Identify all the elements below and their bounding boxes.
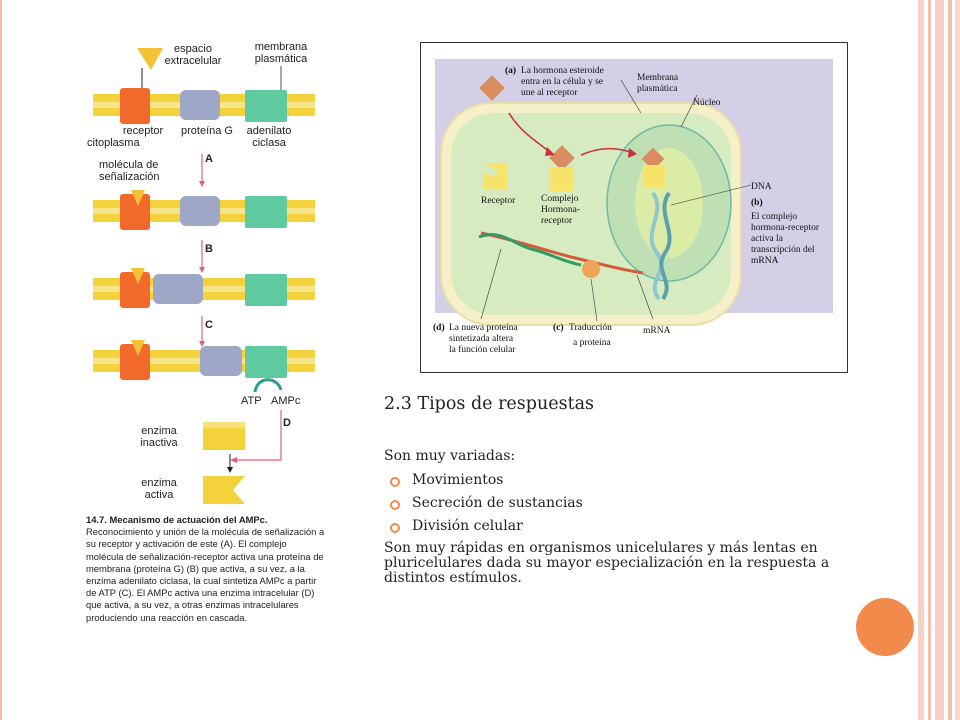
label-inactiva: inactiva — [140, 437, 178, 449]
label-ciclasa: ciclasa — [252, 137, 287, 149]
label-c2: a proteína — [573, 338, 612, 348]
slide-frame — [0, 0, 2, 720]
slide-text: 2.3 Tipos de respuestas Son muy variadas… — [384, 394, 854, 586]
label-b3: activa la — [751, 234, 784, 244]
label-enzima-2: enzima — [141, 477, 177, 489]
label-nucleo: Núcleo — [693, 98, 721, 108]
bullet-circle-icon — [390, 523, 400, 533]
label-a-tag: (a) — [505, 65, 516, 76]
label-receptor: Receptor — [481, 196, 516, 206]
bullet-circle-icon — [390, 477, 400, 487]
hormone-icon — [479, 75, 505, 101]
label-espacio: espacio — [174, 43, 212, 55]
list-item: Secreción de sustancias — [384, 495, 854, 511]
label-ampc: AMPc — [271, 395, 301, 407]
label-b5: mRNA — [751, 256, 779, 266]
label-b1: El complejo — [751, 212, 797, 222]
step-b-label: B — [205, 243, 213, 255]
label-membrana-1: Membrana — [637, 73, 679, 83]
decorative-stripes — [918, 0, 960, 720]
label-complejo-2: Hormona- — [541, 205, 580, 215]
label-enzima-1: enzima — [141, 425, 177, 437]
label-b-tag: (b) — [751, 197, 763, 208]
list-item: División celular — [384, 518, 854, 534]
label-c-tag: (c) — [553, 322, 564, 333]
label-receptor: receptor — [123, 125, 164, 137]
steroid-hormone-figure: (a) La hormona esteroide entra en la cél… — [420, 42, 848, 373]
label-a1: La hormona esteroide — [521, 66, 604, 76]
label-complejo-3: receptor — [541, 216, 573, 226]
step-c-label: C — [205, 319, 213, 331]
label-b4: transcripción del — [751, 245, 815, 255]
ribosome-icon — [582, 260, 600, 278]
label-complejo-1: Complejo — [541, 194, 579, 204]
decorative-circle — [856, 598, 914, 656]
signal-molecule-icon — [137, 48, 163, 70]
label-plasmatica: plasmática — [255, 53, 308, 65]
step-d-label: D — [283, 417, 291, 429]
membrane-stage-2 — [93, 190, 315, 230]
figure-caption: 14.7. Mecanismo de actuación del AMPc. R… — [86, 514, 326, 624]
label-molecula: molécula de — [99, 159, 158, 171]
label-d1: La nueva proteína — [449, 323, 518, 333]
ampc-mechanism-figure: espacio extracelular membrana plasmática… — [87, 41, 315, 504]
label-mrna: mRNA — [643, 326, 671, 336]
label-a3: une al receptor — [521, 88, 578, 98]
label-c1: Traducción — [569, 323, 612, 333]
membrane-stage-4 — [93, 340, 315, 380]
caption-body: Reconocimiento y unión de la molécula de… — [86, 526, 325, 623]
label-activa: activa — [145, 489, 175, 501]
caption-title: 14.7. Mecanismo de actuación del AMPc. — [86, 514, 268, 525]
response-types-list: Movimientos Secreción de sustancias Divi… — [384, 472, 854, 534]
label-atp: ATP — [241, 395, 262, 407]
active-enzyme-icon — [203, 476, 245, 504]
section-heading: 2.3 Tipos de respuestas — [384, 394, 595, 414]
label-b2: hormona-receptor — [751, 223, 820, 233]
bullet-circle-icon — [390, 500, 400, 510]
intro-text: Son muy variadas: — [384, 448, 516, 464]
label-a2: entra en la célula y se — [521, 77, 603, 87]
receptor-icon — [483, 163, 507, 189]
label-d3: la función celular — [449, 344, 516, 355]
label-proteina-g: proteína G — [181, 125, 233, 137]
label-membrana-2: plasmática — [637, 84, 678, 94]
list-item: Movimientos — [384, 472, 854, 488]
label-membrana: membrana — [255, 41, 308, 53]
membrane-stage-3 — [93, 268, 315, 308]
label-d2: sintetizada altera — [449, 334, 514, 344]
label-extracelular: extracelular — [165, 55, 222, 67]
label-adenilato: adenilato — [247, 125, 292, 137]
label-dna: DNA — [751, 182, 772, 192]
dna-strand — [649, 191, 664, 301]
step-a-label: A — [205, 153, 213, 165]
explanation-paragraph: Son muy rápidas en organismos unicelular… — [384, 540, 830, 586]
label-senalizacion: señalización — [99, 171, 160, 183]
list-item-text: División celular — [412, 518, 523, 534]
membrane-stage-1 — [93, 88, 315, 124]
label-d-tag: (d) — [433, 322, 445, 333]
list-item-text: Movimientos — [412, 472, 504, 488]
label-citoplasma: citoplasma — [87, 137, 140, 149]
atp-conversion-arrow — [253, 378, 283, 393]
list-item-text: Secreción de sustancias — [412, 495, 583, 511]
